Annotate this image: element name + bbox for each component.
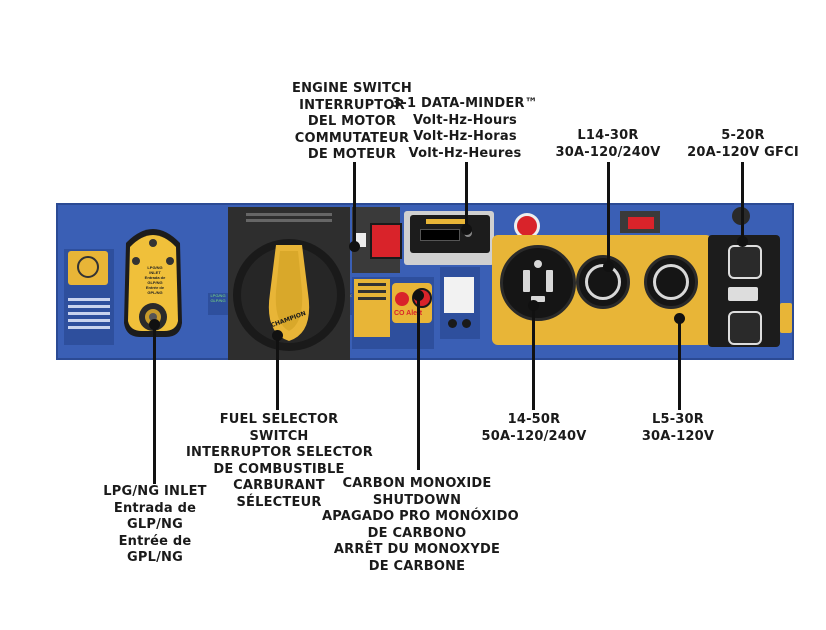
leader-14-50r bbox=[528, 300, 539, 410]
callout-fuel-selector: FUEL SELECTOR SWITCH INTERRUPTOR SELECTO… bbox=[186, 412, 373, 510]
callout-engine-switch: ENGINE SWITCH INTERRUPTOR DEL MOTOR COMM… bbox=[292, 81, 412, 162]
co-alert-label: CO Alert bbox=[394, 310, 423, 317]
callout-5-20r: 5-20R 20A-120V GFCI bbox=[687, 128, 799, 160]
outlet-5-20r-gfci[interactable] bbox=[708, 235, 780, 347]
leader-l5-30r bbox=[674, 313, 685, 410]
outlet-side-label bbox=[780, 303, 792, 333]
main-breaker-switch[interactable] bbox=[628, 217, 654, 229]
callout-data-minder: 3-1 DATA-MINDER™ Volt-Hz-Hours Volt-Hz-H… bbox=[392, 96, 538, 161]
outlet-14-50r[interactable] bbox=[500, 245, 576, 321]
breaker-switch[interactable] bbox=[444, 277, 474, 313]
engine-switch-icon bbox=[356, 233, 366, 247]
generator-control-panel: LPG/NG INLET Entrada de GLP/NG Entrée de… bbox=[56, 203, 794, 360]
callout-l14-30r: L14-30R 30A-120/240V bbox=[555, 128, 661, 160]
outlet-l14-30r[interactable] bbox=[576, 255, 630, 309]
lpg-inlet-housing bbox=[124, 229, 182, 337]
bolt-icon bbox=[149, 239, 157, 247]
leader-co bbox=[413, 290, 424, 470]
co-alert-panel: CO Alert bbox=[392, 283, 432, 323]
callout-l5-30r: L5-30R 30A-120V bbox=[641, 412, 715, 444]
leader-fuel-selector bbox=[272, 330, 283, 410]
warning-sticker bbox=[64, 249, 114, 345]
inlet-label: LPG/NG INLET Entrada de GLP/NG Entrée de… bbox=[144, 265, 166, 295]
leader-lpg bbox=[149, 319, 160, 484]
callout-14-50r: 14-50R 50A-120/240V bbox=[481, 412, 587, 444]
co-instructions bbox=[354, 279, 390, 337]
lpg-mode-label: LPG/NG GLP/NG bbox=[208, 293, 228, 315]
breaker-group bbox=[440, 267, 480, 339]
engine-switch[interactable] bbox=[370, 223, 402, 259]
callout-lpg-inlet: LPG/NG INLET Entrada de GLP/NG Entrée de… bbox=[103, 484, 207, 565]
reset-button[interactable] bbox=[448, 319, 457, 328]
leader-engine-switch bbox=[349, 162, 360, 252]
reset-button[interactable] bbox=[462, 319, 471, 328]
outlet-l5-30r[interactable] bbox=[644, 255, 698, 309]
gfci-test-button[interactable] bbox=[728, 287, 758, 301]
leader-data-minder bbox=[461, 162, 472, 235]
callout-co-shutdown: CARBON MONOXIDE SHUTDOWN APAGADO PRO MON… bbox=[322, 476, 519, 574]
leader-5-20r bbox=[737, 162, 748, 247]
co-indicator-icon bbox=[395, 292, 409, 306]
data-minder-display bbox=[410, 215, 490, 253]
fuel-selector-switch[interactable]: CHAMPION bbox=[228, 233, 350, 353]
leader-l14-30r bbox=[603, 162, 614, 272]
